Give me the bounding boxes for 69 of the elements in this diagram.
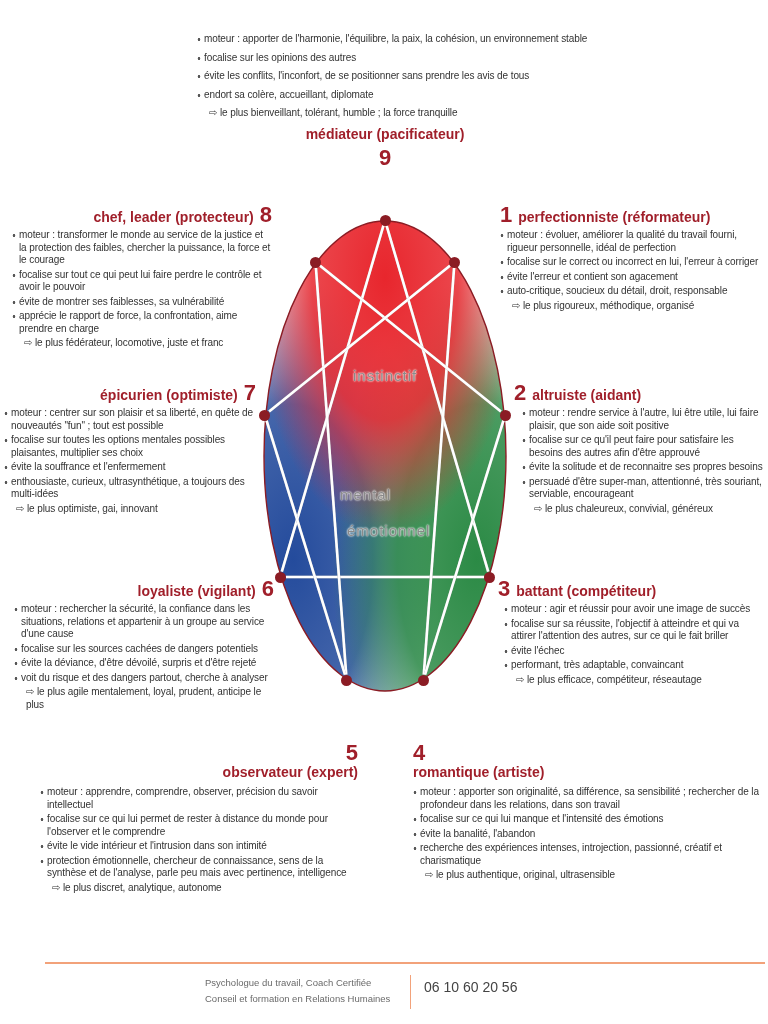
type-title: médiateur (pacificateur) — [305, 125, 465, 143]
summary-line: ⇨ le plus discret, analytique, autonome — [51, 881, 222, 894]
trait-item: évite la déviance, d'être dévoilé, surpris et d'être rejeté — [14, 657, 257, 670]
trait-item: focalise sur le correct ou incorrect en lui, l'erreur à corriger — [500, 256, 759, 269]
summary-line: ⇨ le plus agile mentalement, loyal, prudent, anticipe le plus — [25, 686, 263, 711]
point-dot-icon — [310, 256, 321, 268]
trait-item: performant, très adaptable, convaincant — [504, 659, 684, 672]
point-dot-icon — [417, 674, 429, 686]
trait-item: focalise sur les sources cachées de dangers potentiels — [14, 642, 258, 655]
trait-item: voit du risque et des dangers partout, cherche à analyser — [14, 671, 268, 684]
type-title: observateur (expert) — [222, 764, 358, 781]
trait-item: évite la banalité, l'abandon — [413, 827, 536, 840]
point-dot-icon — [379, 214, 391, 226]
connecting-line — [422, 267, 456, 675]
tagline-text: Psychologue du travail, Coach Certifiée — [205, 977, 372, 988]
point-dot-icon — [259, 409, 271, 421]
type-number: 9 — [378, 146, 392, 169]
summary-line: ⇨ le plus rigoureux, méthodique, organisé — [511, 299, 695, 312]
summary-line: ⇨ le plus chaleureux, convivial, généreux — [533, 502, 713, 515]
connecting-line — [265, 419, 347, 676]
type-number: 2 — [514, 382, 527, 404]
connecting-line — [423, 419, 505, 676]
trait-item: moteur : agir et réussir pour avoir une image de succès — [504, 603, 751, 616]
point-dot-icon — [499, 409, 511, 421]
type-number: 7 — [243, 382, 256, 404]
phone-number: 06 10 60 20 56 — [424, 979, 518, 995]
point-dot-icon — [484, 571, 496, 583]
trait-item: focalise sur les opinions des autres — [197, 51, 357, 64]
zone-label: mental — [340, 486, 392, 503]
trait-item: évite la solitude et de reconnaitre ses propres besoins — [522, 461, 763, 474]
summary-line: ⇨ le plus authentique, original, ultrasensible — [424, 869, 615, 882]
trait-item: auto-critique, soucieux du détail, droit, responsable — [500, 285, 728, 298]
trait-item: persuadé d'être super-man, attentionné, très souriant, serviable, encourageant — [522, 475, 764, 501]
type-title: épicurien (optimiste) — [100, 387, 238, 404]
trait-item: moteur : apporter de l'harmonie, l'équilibre, la paix, la cohésion, un environnement stable — [197, 33, 588, 46]
summary-line: ⇨ le plus optimiste, gai, innovant — [15, 502, 158, 515]
type-title: chef, leader (protecteur) — [93, 209, 254, 226]
type-number: 8 — [259, 204, 272, 226]
connecting-line — [268, 264, 451, 413]
connecting-line — [314, 267, 348, 675]
trait-item: endort sa colère, accueillant, diplomate — [197, 88, 374, 101]
connecting-line — [280, 224, 385, 573]
summary-line: ⇨ le plus bienveillant, tolérant, humble ; la force tranquille — [208, 107, 458, 120]
type-number: 4 — [413, 742, 426, 764]
type-title: loyaliste (vigilant) — [137, 583, 256, 600]
point-dot-icon — [341, 674, 353, 686]
type-number: 5 — [345, 742, 358, 764]
trait-item: évite l'échec — [504, 644, 565, 657]
tagline-text: Conseil et formation en Relations Humaines — [205, 993, 391, 1004]
point-dot-icon — [448, 256, 460, 268]
zone-label: émotionnel — [347, 522, 431, 539]
type-title: romantique (artiste) — [413, 764, 545, 781]
zone-label: instinctif — [353, 367, 418, 384]
type-number: 6 — [261, 578, 274, 600]
point-dot-icon — [274, 571, 286, 583]
type-number: 1 — [500, 204, 513, 226]
connecting-line — [319, 264, 502, 413]
summary-line: ⇨ le plus fédérateur, locomotive, juste et franc — [23, 337, 224, 350]
trait-item: évite l'erreur et contient son agacement — [500, 270, 678, 283]
trait-item: focalise sur ce qui lui manque et l'intensité des émotions — [413, 813, 664, 826]
summary-line: ⇨ le plus efficace, compétiteur, réseautage — [515, 673, 702, 686]
trait-item: évite de montrer ses faiblesses, sa vulnérabilité — [12, 295, 225, 308]
trait-item: évite les conflits, l'inconfort, de se positionner sans prendre les avis de tous — [197, 70, 530, 83]
type-title: perfectionniste (réformateur) — [518, 209, 711, 226]
connecting-line — [385, 224, 490, 573]
type-title: battant (compétiteur) — [516, 583, 657, 600]
connecting-line — [285, 575, 485, 579]
type-title: altruiste (aidant) — [532, 387, 642, 404]
type-number: 3 — [498, 578, 511, 600]
